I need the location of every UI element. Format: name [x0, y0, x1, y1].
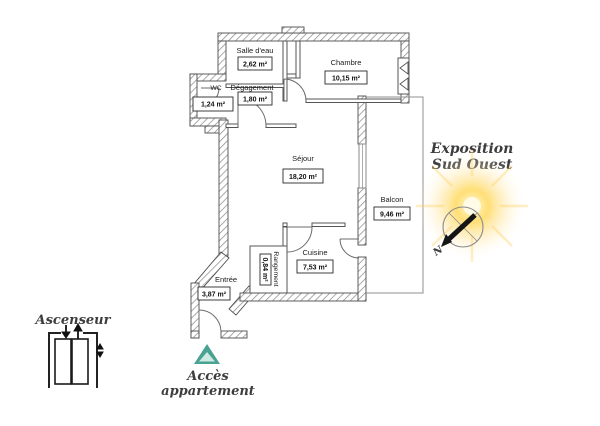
- elevator-arrows: [61, 322, 104, 358]
- partition-degagement-east: [265, 123, 297, 128]
- area-balcon: 9,46 m²: [380, 212, 405, 219]
- area-box-entree: [197, 286, 231, 301]
- area-rangement: 0,84 m²: [261, 257, 268, 282]
- label-rangement: Rangement: [272, 251, 279, 286]
- wall-entree-bottom-left: [190, 330, 200, 339]
- partition-cuisine-top-east: [311, 222, 346, 227]
- area-degagement: 1,80 m²: [243, 97, 268, 104]
- area-chambre: 10,15 m²: [332, 76, 361, 83]
- door-cuisine-balcon-arc: [339, 238, 360, 259]
- wall-top: [217, 32, 410, 42]
- area-entree: 3,87 m²: [202, 292, 227, 299]
- partition-duct-left: [282, 40, 288, 102]
- exposition-group: Exposition Sud Ouest N: [416, 141, 528, 262]
- label-salle-deau: Salle d'eau: [237, 46, 274, 55]
- label-degagement: Dégagement: [231, 83, 275, 92]
- wall-chambre-right-lower: [400, 93, 410, 104]
- elevator-group: Ascenseur: [34, 313, 112, 388]
- windows: [358, 57, 410, 189]
- sun-core: [463, 197, 481, 215]
- wall-balcon-lower: [357, 256, 367, 302]
- area-box-salle-deau: [237, 56, 273, 71]
- area-salle-deau: 2,62 m²: [243, 62, 268, 69]
- area-box-chambre: [324, 70, 368, 85]
- partition-cuisine-west: [282, 226, 288, 247]
- area-cuisine: 7,53 m²: [303, 265, 328, 272]
- area-box-sejour: [282, 168, 324, 184]
- partition-duct-bottom: [286, 73, 297, 79]
- access-group: Accès appartement: [161, 344, 255, 399]
- partition-duct-right: [295, 40, 301, 79]
- area-box-rangement: [259, 253, 272, 286]
- room-labels: Salle d'eau 2,62 m² Chambre 10,15 m² WC …: [192, 46, 411, 301]
- access-label-line2: appartement: [161, 384, 255, 399]
- label-sejour: Séjour: [292, 154, 314, 163]
- label-wc: WC: [210, 85, 221, 92]
- area-wc: 1,24 m²: [201, 102, 226, 109]
- elevator-door-left: [54, 338, 72, 385]
- wall-entree-bottom-right: [220, 330, 248, 339]
- door-cuisine-arc: [286, 226, 313, 253]
- partition-degagement-west: [225, 123, 239, 128]
- wall-balcon-upper: [357, 95, 367, 145]
- area-box-cuisine: [296, 259, 334, 274]
- compass-needle: [447, 213, 477, 241]
- elevator-frame-left: [48, 332, 61, 388]
- wall-chambre-right-upper: [400, 40, 410, 59]
- partition-chambre-bottom: [305, 98, 402, 103]
- area-box-degagement: [237, 91, 273, 106]
- window-chambre-glyph-top: [399, 61, 409, 75]
- area-box-balcon: [373, 206, 411, 221]
- wall-balcon-middle: [357, 187, 367, 246]
- window-chambre: [397, 57, 410, 95]
- elevator-frame-right: [83, 332, 98, 388]
- wall-sejour-west: [218, 119, 229, 257]
- compass-needle-tip: [441, 234, 452, 247]
- wall-cuisine-bottom: [239, 292, 367, 302]
- side-arrow-up: [96, 343, 104, 350]
- area-sejour: 18,20 m²: [289, 174, 318, 181]
- access-arrow-inner: [199, 352, 215, 362]
- elevator-door-right: [71, 338, 89, 385]
- elevator-icon: [48, 322, 104, 388]
- elevator-label: Ascenseur: [34, 313, 112, 328]
- door-chambre-arc: [283, 78, 307, 102]
- compass-circle: [442, 206, 484, 248]
- label-balcon: Balcon: [381, 195, 404, 204]
- window-chambre-glyph-bottom: [399, 77, 409, 91]
- partition-cuisine-top-west: [282, 222, 288, 227]
- arrow-down-head: [61, 331, 71, 339]
- area-box-wc: [192, 96, 234, 112]
- label-entree: Entrée: [215, 275, 237, 284]
- side-arrow-down: [96, 351, 104, 358]
- rangement-label-group: Rangement 0,84 m²: [259, 251, 279, 287]
- label-chambre: Chambre: [331, 58, 362, 67]
- sun-rays: [416, 150, 528, 262]
- exposition-title-line1: Exposition: [430, 141, 514, 157]
- access-label-line1: Accès: [185, 369, 229, 384]
- door-entree-arc: [198, 309, 222, 332]
- wall-top-duct-bump: [281, 26, 305, 34]
- label-cuisine: Cuisine: [302, 248, 327, 257]
